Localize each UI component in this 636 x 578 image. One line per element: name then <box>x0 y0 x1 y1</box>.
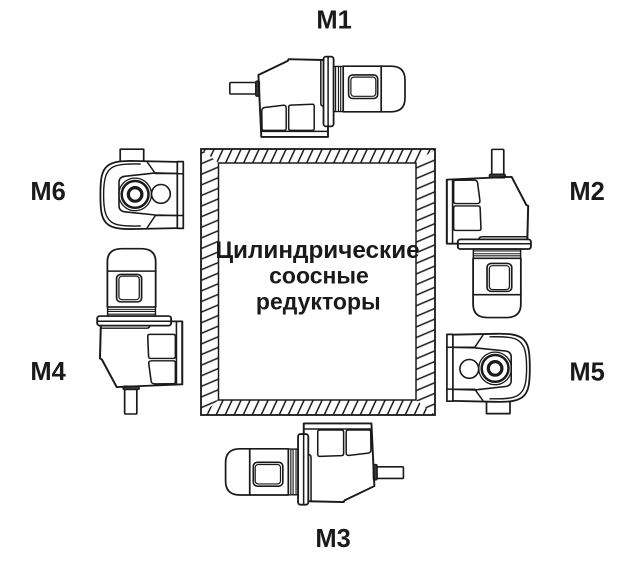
svg-text:M5: M5 <box>569 359 604 387</box>
svg-text:M3: M3 <box>315 525 350 553</box>
svg-text:Цилиндрические: Цилиндрические <box>215 237 419 264</box>
svg-text:M6: M6 <box>30 178 65 206</box>
svg-text:соосные: соосные <box>269 262 369 288</box>
svg-text:M1: M1 <box>316 7 351 35</box>
svg-text:M4: M4 <box>30 358 66 386</box>
svg-text:M2: M2 <box>569 178 604 206</box>
svg-text:редукторы: редукторы <box>256 289 381 315</box>
